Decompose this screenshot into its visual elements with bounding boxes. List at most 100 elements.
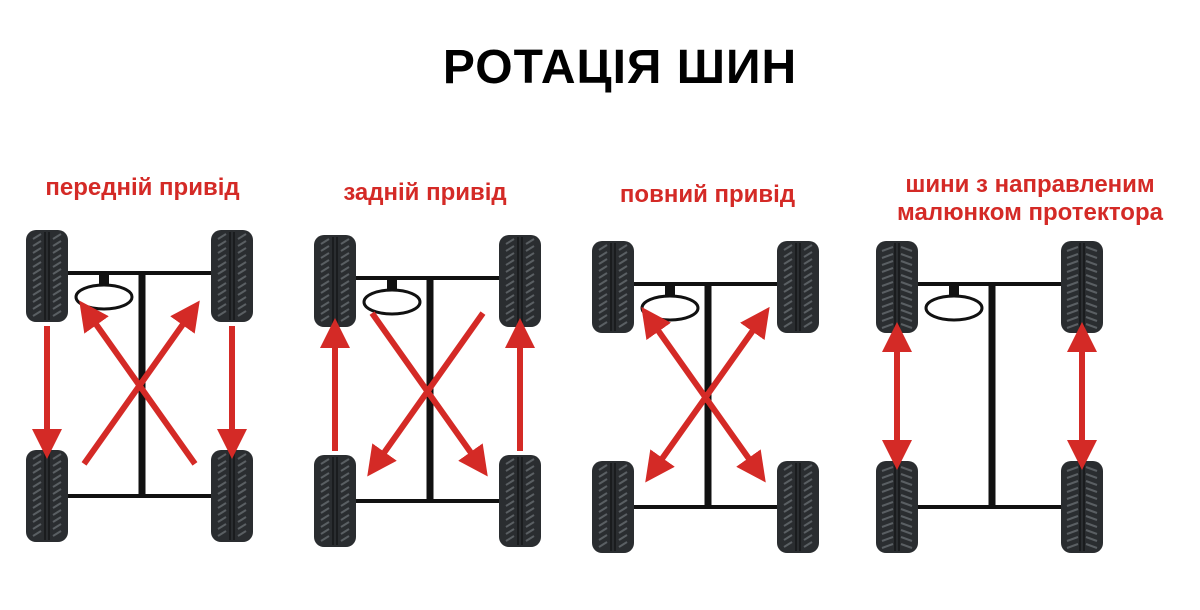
tread-mark <box>32 495 42 502</box>
tread-mark <box>237 488 247 495</box>
tire-body <box>211 230 253 322</box>
tread-mark <box>52 296 62 303</box>
tread-mark <box>505 479 515 486</box>
tread-mark <box>52 474 62 481</box>
tread-mark <box>1066 274 1098 280</box>
tread-mark <box>237 296 247 303</box>
tread-mark <box>217 289 227 296</box>
tread-mark <box>505 294 515 301</box>
tread-mark <box>52 516 62 523</box>
tread-mark <box>618 520 628 527</box>
tread-mark <box>618 286 628 293</box>
tread-mark <box>320 280 330 287</box>
tread-mark <box>217 233 227 240</box>
tread-mark <box>52 530 62 537</box>
tread-mark <box>618 464 628 471</box>
tread-mark <box>340 245 350 252</box>
tread-mark <box>1066 253 1098 259</box>
tread-mark <box>783 471 793 478</box>
tread-mark <box>803 499 813 506</box>
tread-mark <box>618 293 628 300</box>
tread-mark <box>881 288 913 294</box>
tread-mark <box>525 259 535 266</box>
tread-mark <box>783 499 793 506</box>
tread-mark <box>1066 543 1098 549</box>
tread-mark <box>598 279 608 286</box>
tread-mark <box>598 258 608 265</box>
tread-mark <box>237 502 247 509</box>
tread-mark <box>803 321 813 328</box>
tread-mark <box>618 314 628 321</box>
tread-mark <box>803 527 813 534</box>
tire-rr <box>1061 461 1103 553</box>
tread-mark <box>1066 536 1098 542</box>
tread-mark <box>1066 508 1098 514</box>
tread-mark <box>881 508 913 514</box>
tire-rl <box>876 461 918 553</box>
tread-mark <box>505 259 515 266</box>
tread-mark <box>320 273 330 280</box>
tread-mark <box>881 274 913 280</box>
tread-mark <box>32 481 42 488</box>
tire-rr <box>211 450 253 542</box>
tread-mark <box>1066 522 1098 528</box>
tread-mark <box>598 286 608 293</box>
tread-mark <box>1066 501 1098 507</box>
tread-mark <box>618 513 628 520</box>
tire-fl <box>26 230 68 322</box>
tread-mark <box>783 520 793 527</box>
tread-mark <box>598 534 608 541</box>
tread-mark <box>217 460 227 467</box>
tire-rr <box>499 455 541 547</box>
tread-mark <box>803 265 813 272</box>
tread-mark <box>320 287 330 294</box>
tire-rl <box>26 450 68 542</box>
caption-rear-wheel-drive: задній привід <box>343 179 507 206</box>
tread-mark <box>52 275 62 282</box>
tread-mark <box>217 282 227 289</box>
tread-mark <box>505 238 515 245</box>
steering-column <box>949 284 959 296</box>
tread-mark <box>1066 309 1098 315</box>
tread-mark <box>505 287 515 294</box>
tread-mark <box>52 523 62 530</box>
tread-mark <box>217 268 227 275</box>
diagram-1 <box>314 235 541 547</box>
tread-mark <box>32 275 42 282</box>
caption-front-wheel-drive: передній привід <box>45 174 240 201</box>
tread-mark <box>803 293 813 300</box>
tread-mark <box>237 516 247 523</box>
tread-mark <box>505 308 515 315</box>
tread-mark <box>340 287 350 294</box>
tread-mark <box>783 251 793 258</box>
tread-mark <box>803 251 813 258</box>
tread-mark <box>803 307 813 314</box>
tread-mark <box>598 541 608 548</box>
tread-mark <box>52 282 62 289</box>
tread-mark <box>237 247 247 254</box>
tread-mark <box>598 499 608 506</box>
tread-mark <box>803 506 813 513</box>
tread-mark <box>340 535 350 542</box>
tread-mark <box>1066 487 1098 493</box>
tread-mark <box>783 485 793 492</box>
tread-mark <box>237 303 247 310</box>
tread-mark <box>32 268 42 275</box>
tread-mark <box>32 296 42 303</box>
tread-mark <box>618 506 628 513</box>
tread-mark <box>340 514 350 521</box>
tread-mark <box>1066 529 1098 535</box>
tread-mark <box>237 254 247 261</box>
tread-mark <box>783 541 793 548</box>
tread-mark <box>217 488 227 495</box>
tread-mark <box>340 273 350 280</box>
arrow-rr-to-fl <box>79 300 198 466</box>
tire-fl <box>314 235 356 327</box>
tread-mark <box>1066 473 1098 479</box>
tread-mark <box>32 488 42 495</box>
caption-directional-tires: шини з направленим малюнком протектора <box>860 171 1200 227</box>
tread-mark <box>598 527 608 534</box>
tread-mark <box>783 314 793 321</box>
tread-mark <box>52 488 62 495</box>
